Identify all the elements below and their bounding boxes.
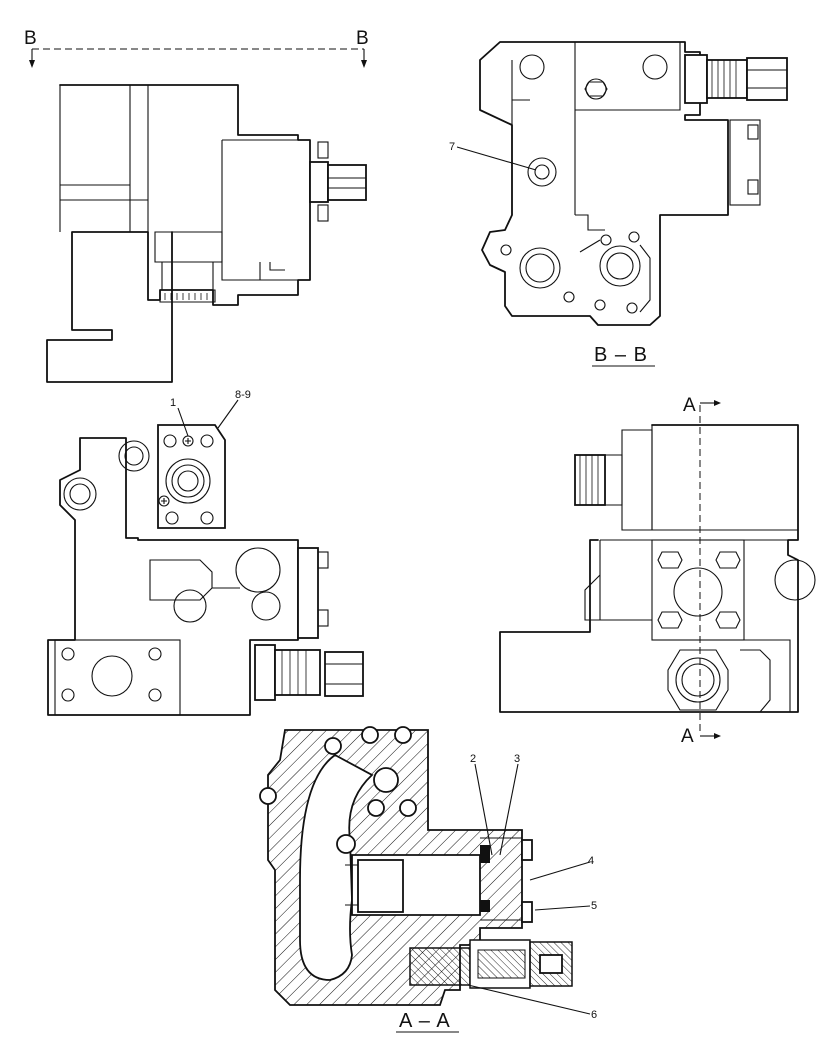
section-marker-b-left: B bbox=[24, 28, 37, 49]
callout-8-9: 8-9 bbox=[235, 389, 251, 401]
callout-1: 1 bbox=[170, 397, 176, 409]
view-middle-right: A A bbox=[499, 395, 816, 747]
section-title-bb: B – B bbox=[594, 344, 648, 366]
callout-7: 7 bbox=[449, 141, 455, 153]
section-title-aa: A – A bbox=[399, 1010, 451, 1032]
view-top-left: B B bbox=[24, 28, 369, 383]
section-marker-b-right: B bbox=[356, 28, 369, 49]
callout-2: 2 bbox=[470, 753, 476, 765]
section-marker-a-bottom: A bbox=[681, 726, 694, 747]
section-marker-a-top: A bbox=[683, 395, 696, 416]
callout-4: 4 bbox=[588, 855, 594, 867]
callout-5: 5 bbox=[591, 900, 597, 912]
view-section-aa: 2 3 4 5 6 A – A bbox=[259, 726, 597, 1033]
view-section-bb: 7 B – B bbox=[449, 41, 788, 367]
callout-3: 3 bbox=[514, 753, 520, 765]
view-middle-left: 1 8-9 bbox=[47, 389, 364, 716]
callout-6: 6 bbox=[591, 1009, 597, 1021]
